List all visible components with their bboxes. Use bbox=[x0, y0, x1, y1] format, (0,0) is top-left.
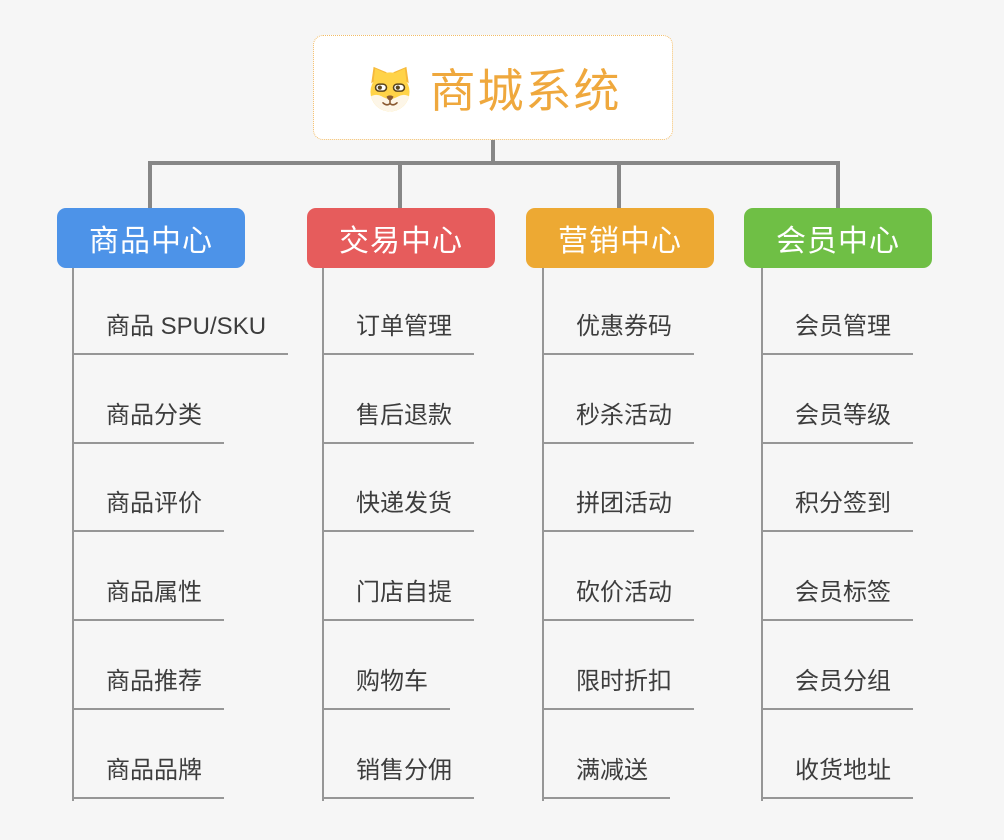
leaf-item[interactable]: 售后退款 bbox=[322, 400, 474, 444]
leaf-item[interactable]: 门店自提 bbox=[322, 577, 474, 621]
dog-face-icon bbox=[365, 61, 415, 115]
leaf-item[interactable]: 商品推荐 bbox=[72, 666, 224, 710]
branch-node-trade-center[interactable]: 交易中心 bbox=[307, 208, 495, 268]
branch-node-product-center[interactable]: 商品中心 bbox=[57, 208, 245, 268]
branch-line-member bbox=[761, 268, 763, 801]
leaf-item[interactable]: 销售分佣 bbox=[322, 755, 474, 799]
leaf-item[interactable]: 砍价活动 bbox=[542, 577, 694, 621]
leaf-item[interactable]: 订单管理 bbox=[322, 311, 474, 355]
leaf-item[interactable]: 优惠券码 bbox=[542, 311, 694, 355]
branch-node-marketing-center[interactable]: 营销中心 bbox=[526, 208, 714, 268]
connector-drop-marketing bbox=[617, 161, 621, 209]
leaf-item[interactable]: 快递发货 bbox=[322, 488, 474, 532]
leaf-item[interactable]: 商品评价 bbox=[72, 488, 224, 532]
leaf-item[interactable]: 商品属性 bbox=[72, 577, 224, 621]
root-title: 商城系统 bbox=[429, 64, 622, 117]
connector-horizontal-bar bbox=[148, 161, 840, 165]
leaf-item[interactable]: 商品分类 bbox=[72, 400, 224, 444]
branch-node-member-center[interactable]: 会员中心 bbox=[744, 208, 932, 268]
root-node[interactable]: 商城系统 bbox=[313, 35, 673, 140]
leaf-item[interactable]: 商品 SPU/SKU bbox=[72, 311, 289, 355]
leaf-item[interactable]: 会员标签 bbox=[761, 577, 913, 621]
connector-drop-product bbox=[148, 161, 152, 209]
branch-line-marketing bbox=[542, 268, 544, 801]
branch-line-trade bbox=[322, 268, 324, 801]
leaf-item[interactable]: 积分签到 bbox=[761, 488, 913, 532]
leaf-item[interactable]: 收货地址 bbox=[761, 755, 913, 799]
leaf-item[interactable]: 购物车 bbox=[322, 666, 450, 710]
connector-drop-member bbox=[836, 161, 840, 209]
leaf-item[interactable]: 商品品牌 bbox=[72, 755, 224, 799]
leaf-item[interactable]: 满减送 bbox=[542, 755, 670, 799]
leaf-item[interactable]: 会员等级 bbox=[761, 400, 913, 444]
leaf-item[interactable]: 秒杀活动 bbox=[542, 400, 694, 444]
leaf-item[interactable]: 会员分组 bbox=[761, 666, 913, 710]
connector-drop-trade bbox=[398, 161, 402, 209]
connector-root-stem bbox=[491, 140, 495, 163]
branch-line-product bbox=[72, 268, 74, 801]
leaf-item[interactable]: 拼团活动 bbox=[542, 488, 694, 532]
leaf-item[interactable]: 限时折扣 bbox=[542, 666, 694, 710]
leaf-item[interactable]: 会员管理 bbox=[761, 311, 913, 355]
